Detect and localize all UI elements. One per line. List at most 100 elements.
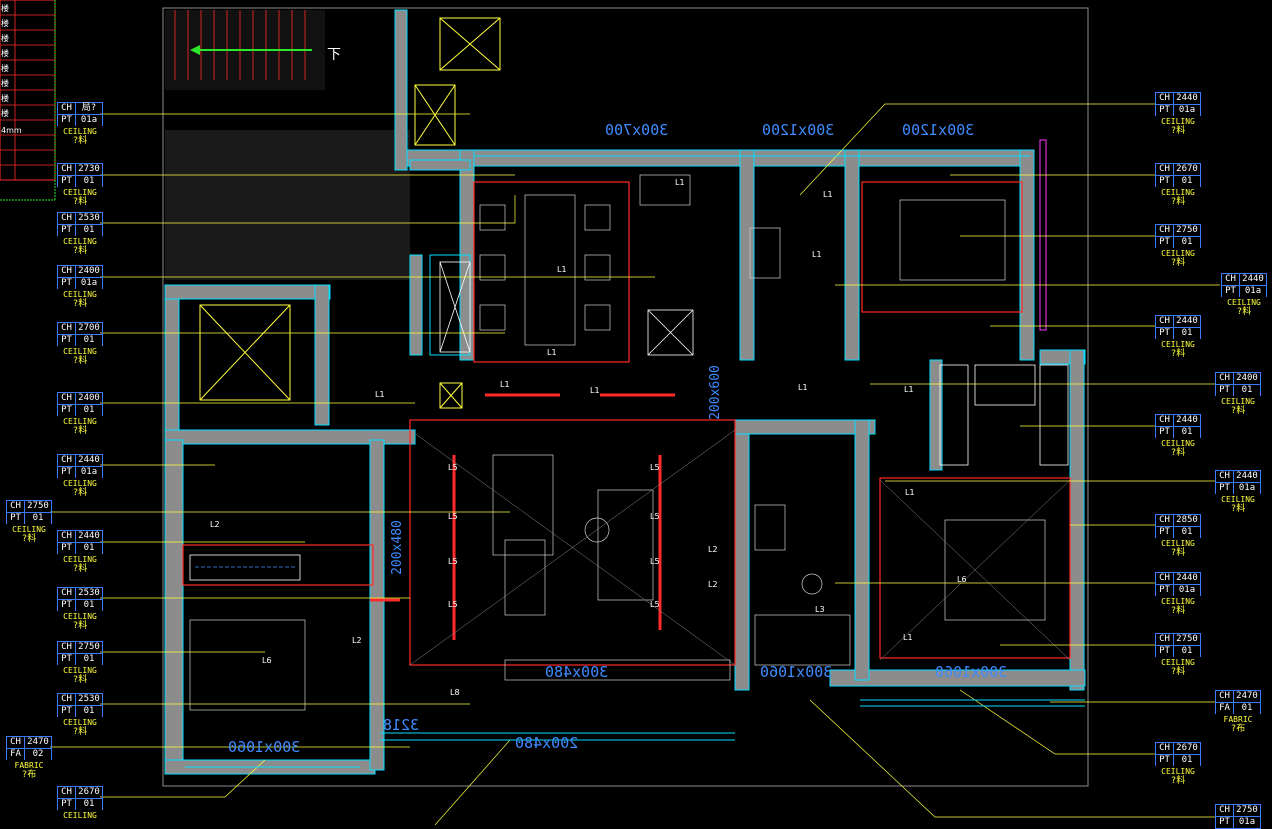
light-label: L5: [448, 512, 458, 521]
tag-pt-value: 01: [1181, 527, 1193, 537]
light-label: L5: [650, 600, 660, 609]
light-label: L2: [708, 545, 718, 554]
tag-pt-key: PT: [58, 600, 76, 611]
light-label: L2: [210, 520, 220, 529]
light-label: L5: [650, 557, 660, 566]
tag-label: CEILING: [63, 612, 97, 621]
tag-ch-key: CH: [1156, 515, 1174, 526]
light-label: L1: [500, 380, 510, 389]
tag-label: CEILING: [63, 479, 97, 488]
tag-pt-value: 02: [32, 749, 44, 759]
tag-material: ?料: [72, 136, 88, 146]
tag-label: CEILING: [1161, 188, 1195, 197]
tag-pt-key: PT: [1222, 286, 1240, 297]
tag-material: ?料: [72, 675, 88, 685]
tag-pt-key: PT: [58, 278, 76, 289]
tag-label: CEILING: [63, 237, 97, 246]
tag-material: ?料: [1170, 606, 1186, 616]
tag-label: CEILING: [63, 811, 97, 820]
tag-ch-key: CH: [1216, 471, 1234, 482]
tag-pt-value: 01: [83, 654, 95, 664]
tag-label: CEILING: [12, 525, 46, 534]
tag-label: CEILING: [1221, 495, 1255, 504]
tag-material: ?料: [72, 727, 88, 737]
tag-material: ?料: [72, 564, 88, 574]
tag-ch-key: CH: [1216, 805, 1234, 816]
tag-pt-value: 01: [83, 176, 95, 186]
leader-lines: [50, 103, 1220, 825]
tag-ch-value: 2470: [27, 737, 49, 747]
tag-label: CEILING: [1161, 658, 1195, 667]
tag-pt-key: PT: [58, 225, 76, 236]
tag-label: CEILING: [63, 417, 97, 426]
light-label: L6: [262, 656, 272, 665]
tag-material: ?料: [1170, 667, 1186, 677]
tag-material: ?料: [72, 488, 88, 498]
legend-row-label: 楼: [1, 19, 9, 28]
tag-label: CEILING: [63, 347, 97, 356]
tag-pt-value: 01: [83, 335, 95, 345]
tag-ch-key: CH: [58, 266, 76, 277]
tag-pt-key: PT: [58, 405, 76, 416]
tag-pt-value: 01: [1181, 755, 1193, 765]
tag-pt-row: PT 01: [1155, 754, 1201, 766]
tag-pt-value: 01: [83, 225, 95, 235]
tag-pt-key: PT: [1156, 755, 1174, 766]
tag-ch-key: CH: [58, 393, 76, 404]
tag-pt-key: PT: [1156, 527, 1174, 538]
elevator-shafts: [199, 17, 501, 409]
walls: [164, 9, 1086, 775]
light-label: L1: [812, 250, 822, 259]
tag-pt-value: 01a: [1238, 483, 1256, 493]
tag-material: ?料: [1170, 258, 1186, 268]
light-label: L1: [904, 385, 914, 394]
legend-row-label: 楼: [1, 64, 9, 73]
tag-ch-key: CH: [58, 323, 76, 334]
tag-ch-key: CH: [58, 103, 76, 114]
dim-300x480: 300x480: [545, 663, 609, 681]
tag-pt-row: PT 01: [1155, 526, 1201, 538]
tag-ch-value: 2750: [1176, 634, 1198, 644]
tag-label: CEILING: [63, 718, 97, 727]
dim-3218: 3218: [383, 716, 420, 734]
tag-label: CEILING: [63, 666, 97, 675]
tag-label: CEILING: [63, 188, 97, 197]
dim-200x480-vert: 200x480: [389, 520, 405, 575]
tag-ch-value: 2750: [1236, 805, 1258, 815]
tag-ch-key: CH: [1156, 93, 1174, 104]
light-label: L2: [708, 580, 718, 589]
windows: [185, 149, 1085, 768]
tag-ch-value: 2400: [78, 266, 100, 276]
light-label: L5: [650, 463, 660, 472]
tag-pt-value: 01a: [80, 278, 98, 288]
tag-ch-key: CH: [58, 694, 76, 705]
tag-ch-key: CH: [1156, 316, 1174, 327]
tag-ch-key: CH: [58, 213, 76, 224]
tag-material: ?料: [72, 426, 88, 436]
dim-300x1060-left: 300x1060: [228, 738, 301, 756]
tag-material: ?布: [1230, 724, 1246, 734]
